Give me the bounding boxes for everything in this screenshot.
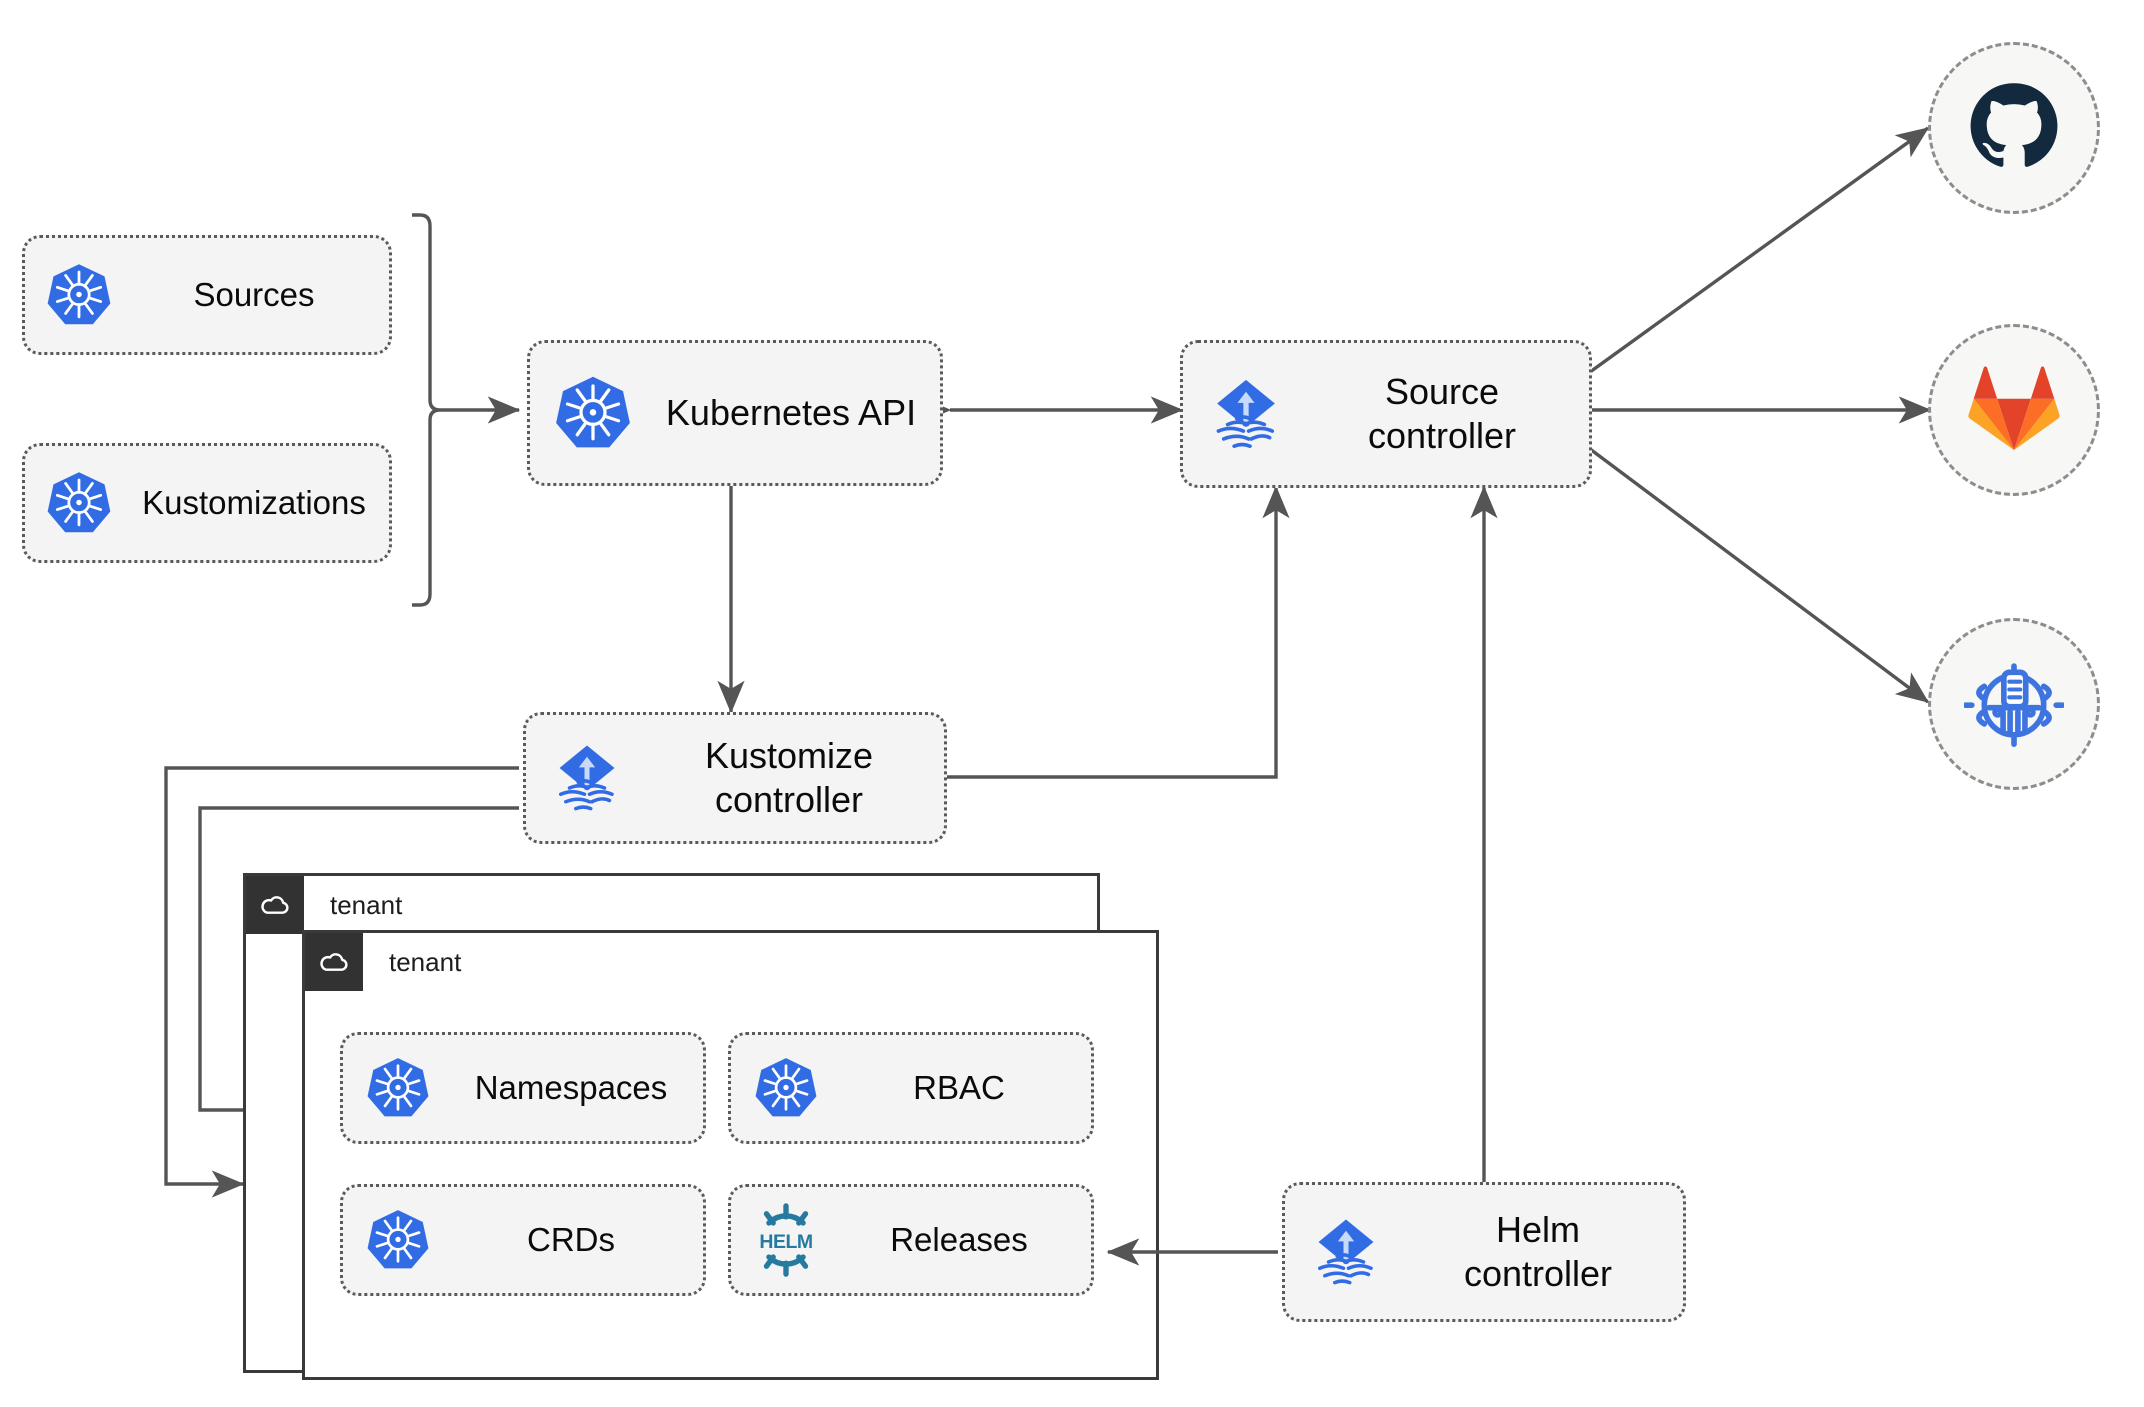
node-label: RBAC [913,1068,1005,1106]
node-kustomize-controller[interactable]: Kustomize controller [523,712,947,844]
flux-icon [1183,372,1309,456]
helm-bucket-icon [1962,652,2066,757]
node-label: Sources [193,275,315,313]
edge-kustomize-source [946,485,1290,779]
kubernetes-icon [343,1207,453,1273]
node-label: Kustomize controller [704,735,874,820]
tenant-window-inner: tenant [302,930,1159,1380]
kubernetes-icon [530,373,656,453]
node-source-controller[interactable]: Source controller [1180,340,1592,488]
edge-source-helmrepo [1588,447,1930,704]
gitlab-icon [1966,363,2062,458]
node-sources[interactable]: Sources [22,235,392,355]
cloud-icon [246,876,304,934]
node-namespaces[interactable]: Namespaces [340,1032,706,1144]
node-rbac[interactable]: RBAC [728,1032,1094,1144]
node-releases[interactable]: HELM Releases [728,1184,1094,1296]
edge-source-github [1589,126,1930,374]
flux-icon [1285,1212,1407,1292]
tenant-title-bar: tenant [305,933,461,991]
node-label: CRDs [527,1220,615,1258]
node-label: Helm controller [1463,1209,1613,1294]
node-label: Source controller [1367,371,1517,456]
helm-icon: HELM [731,1201,841,1279]
kubernetes-icon [25,261,133,329]
node-kubernetes-api[interactable]: Kubernetes API [527,340,943,486]
tenant-label: tenant [330,889,403,920]
brace-left [412,213,441,607]
kubernetes-icon [25,469,133,537]
github-icon [1966,78,2062,179]
cloud-icon [305,933,363,991]
node-label: Kubernetes API [665,392,917,434]
flux-icon [526,738,648,818]
external-helm-repository[interactable] [1928,618,2100,790]
node-kustomizations[interactable]: Kustomizations [22,443,392,563]
tenant-label: tenant [389,946,462,977]
node-label: Kustomizations [142,483,366,521]
kubernetes-icon [731,1055,841,1121]
kubernetes-icon [343,1055,453,1121]
node-label: Releases [890,1220,1028,1258]
external-github[interactable] [1928,42,2100,214]
external-gitlab[interactable] [1928,324,2100,496]
svg-text:HELM: HELM [759,1231,812,1253]
node-label: Namespaces [474,1068,668,1106]
node-helm-controller[interactable]: Helm controller [1282,1182,1686,1322]
node-crds[interactable]: CRDs [340,1184,706,1296]
tenant-title-bar: tenant [246,876,402,934]
